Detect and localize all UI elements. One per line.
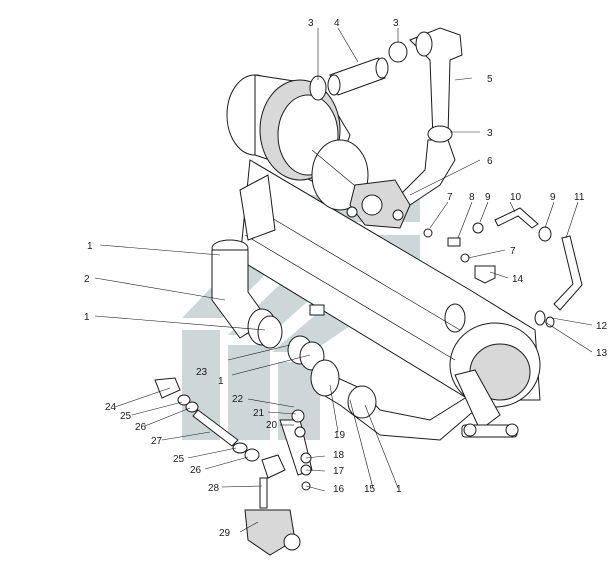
hose-clamps xyxy=(309,41,453,143)
callout-11: 11 xyxy=(574,192,585,203)
callout-12: 12 xyxy=(596,321,608,332)
lower-elbow-pipe xyxy=(211,239,283,349)
callout-16: 16 xyxy=(333,484,345,495)
callout-1d: 1 xyxy=(396,484,402,495)
connecting-hose xyxy=(327,57,389,96)
callout-1c: 1 xyxy=(218,376,224,387)
callout-7b: 7 xyxy=(510,246,516,257)
callout-10: 10 xyxy=(510,192,522,203)
callout-3b: 3 xyxy=(393,18,399,29)
callout-23: 23 xyxy=(196,367,208,378)
mounting-bracket-right xyxy=(454,369,519,438)
leader-lines xyxy=(94,27,593,533)
callout-24: 24 xyxy=(105,402,117,413)
callout-1a: 1 xyxy=(87,241,93,252)
callout-3a: 3 xyxy=(308,18,314,29)
callout-9a: 9 xyxy=(485,192,491,203)
callout-3c: 3 xyxy=(487,128,493,139)
callout-7a: 7 xyxy=(447,192,453,203)
callout-26a: 26 xyxy=(135,422,147,433)
callout-27: 27 xyxy=(151,436,163,447)
small-hardware xyxy=(309,222,555,328)
callout-13: 13 xyxy=(596,348,608,359)
callout-17: 17 xyxy=(333,466,345,477)
callout-8: 8 xyxy=(469,192,475,203)
callout-29: 29 xyxy=(219,528,231,539)
outlet-pipe xyxy=(310,359,476,441)
callout-25b: 25 xyxy=(173,454,185,465)
callout-5: 5 xyxy=(487,74,493,85)
callout-4: 4 xyxy=(334,18,340,29)
callout-18: 18 xyxy=(333,450,345,461)
callout-25a: 25 xyxy=(120,411,132,422)
vent-tube xyxy=(494,207,583,311)
callout-2: 2 xyxy=(84,274,90,285)
callout-22: 22 xyxy=(232,394,244,405)
callout-labels: 1 2 1 23 1 3 4 3 5 3 6 7 8 9 10 9 11 7 1… xyxy=(84,18,608,539)
callout-1b: 1 xyxy=(84,312,90,323)
callout-28: 28 xyxy=(208,483,220,494)
drain-valve-parts xyxy=(154,377,313,556)
callout-20: 20 xyxy=(266,420,278,431)
callout-26b: 26 xyxy=(190,465,202,476)
upper-intake-pipe xyxy=(399,27,463,206)
callout-6: 6 xyxy=(487,156,493,167)
restriction-indicator-block xyxy=(346,179,411,229)
callout-15: 15 xyxy=(364,484,376,495)
callout-21: 21 xyxy=(253,408,265,419)
callout-19: 19 xyxy=(334,430,346,441)
precleaner-assembly xyxy=(226,74,369,241)
callout-9b: 9 xyxy=(550,192,556,203)
callout-14: 14 xyxy=(512,274,524,285)
air-cleaner-housing xyxy=(239,159,541,408)
